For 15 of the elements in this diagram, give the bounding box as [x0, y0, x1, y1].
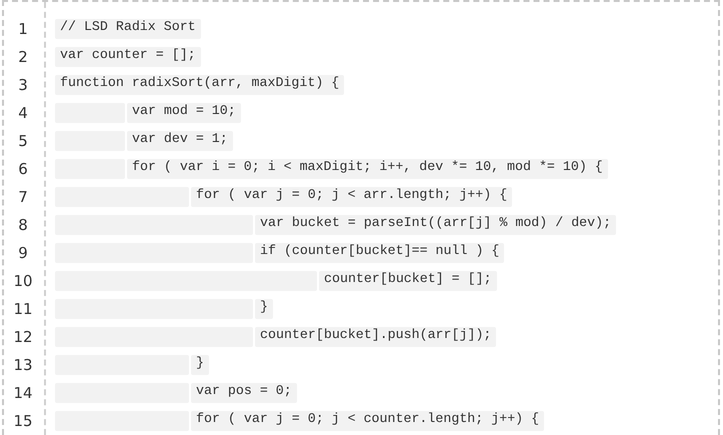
line-number: 6	[17, 160, 29, 178]
line-number: 1	[17, 20, 29, 38]
line-number: 10	[12, 272, 34, 290]
line-number: 4	[17, 104, 29, 122]
line-number: 5	[17, 132, 29, 150]
line-number: 9	[17, 244, 29, 262]
line-number: 7	[17, 188, 29, 206]
line-number: 2	[17, 48, 29, 66]
line-number: 3	[17, 76, 29, 94]
line-number: 15	[12, 412, 34, 430]
line-number: 14	[12, 384, 34, 402]
line-number: 13	[12, 356, 34, 374]
line-number: 11	[12, 300, 34, 318]
line-number: 12	[12, 328, 34, 346]
line-number: 8	[17, 216, 29, 234]
